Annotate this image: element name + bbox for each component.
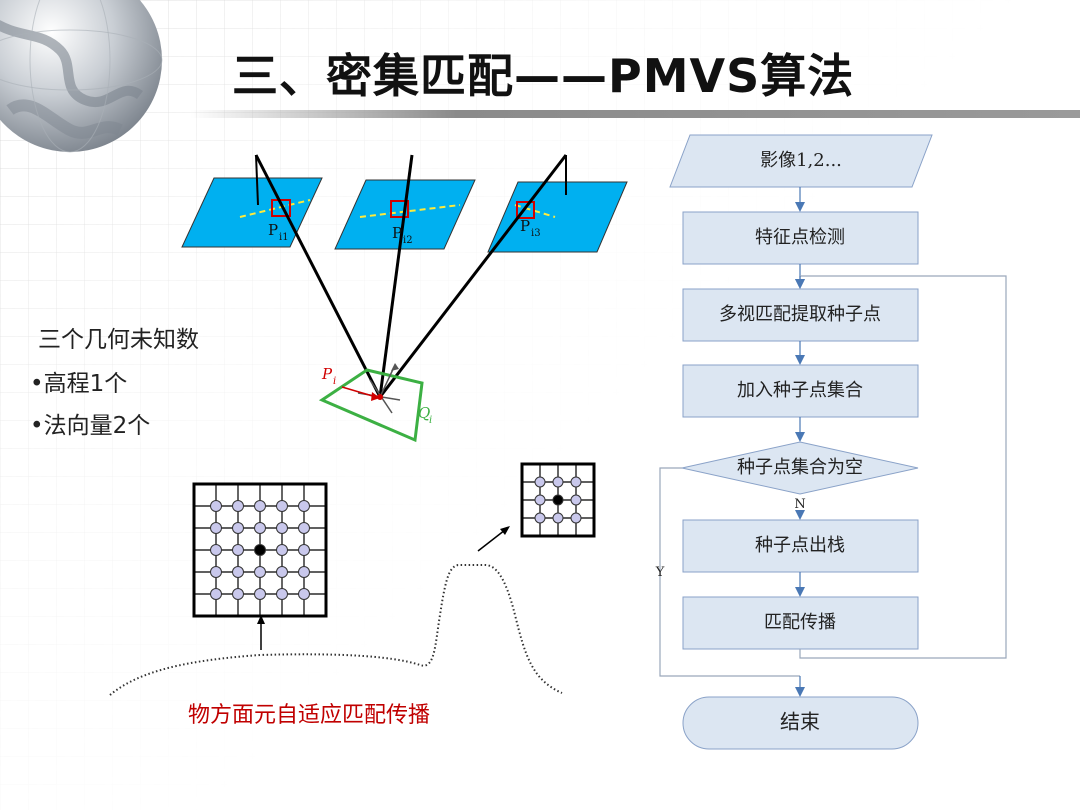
grid-node (233, 589, 244, 600)
flow-yes-label: Y (655, 565, 665, 580)
propagation-caption: 物方面元自适应匹配传播 (188, 697, 430, 729)
grid-node (211, 567, 222, 578)
grid-node (255, 523, 266, 534)
grid-node (299, 501, 310, 512)
multiview-geometry-diagram: P i1 P i2 P i3 P i Q i (170, 145, 640, 455)
globe-decoration (0, 0, 180, 175)
grid-node (571, 495, 581, 505)
grid-center-node (553, 495, 563, 505)
propagation-diagram (100, 455, 610, 705)
grid-node (299, 545, 310, 556)
grid-node (299, 523, 310, 534)
grid-node (277, 567, 288, 578)
terrain-profile (110, 565, 562, 695)
grid-node (277, 501, 288, 512)
flow-no-label: N (794, 497, 805, 512)
pmvs-flowchart: .box{fill:#dce6f2;stroke:#8aa2c8;stroke-… (650, 130, 1020, 760)
label-p3: P (520, 217, 530, 235)
grid-node (211, 523, 222, 534)
grid-node (255, 501, 266, 512)
flow-step2-label: 多视匹配提取种子点 (719, 304, 881, 325)
grid-node (233, 567, 244, 578)
grid-node (571, 513, 581, 523)
grid-node (571, 477, 581, 487)
flow-step3-label: 加入种子点集合 (737, 380, 863, 401)
grid-node (233, 545, 244, 556)
label-p1: P (268, 221, 278, 239)
grid-node (233, 501, 244, 512)
grid-node (553, 477, 563, 487)
label-pi: P (321, 365, 333, 383)
title-underline (190, 110, 1080, 118)
grid-node (553, 513, 563, 523)
flow-input-label: 影像1,2... (760, 150, 842, 171)
grid-node (255, 567, 266, 578)
flow-step4-label: 种子点出栈 (755, 535, 845, 556)
grid-node (535, 513, 545, 523)
grid-node (277, 523, 288, 534)
grid-node (233, 523, 244, 534)
flow-step1-label: 特征点检测 (755, 227, 845, 248)
grid-node (299, 567, 310, 578)
label-p3-sub: i3 (531, 228, 541, 239)
flow-end-label: 结束 (780, 710, 820, 734)
grid-node (277, 589, 288, 600)
grid-node (535, 495, 545, 505)
large-sample-grid (194, 484, 326, 616)
flow-decision-label: 种子点集合为空 (737, 457, 863, 478)
label-pi-sub: i (333, 376, 336, 387)
label-p1-sub: i1 (279, 232, 289, 243)
label-p2: P (392, 224, 402, 242)
image-plane-1 (182, 178, 322, 247)
grid-node (211, 501, 222, 512)
grid-node (277, 545, 288, 556)
grid-node (211, 589, 222, 600)
grid-node (535, 477, 545, 487)
bullet-elevation: •高程1个 (30, 364, 127, 398)
grid-center-node (255, 545, 266, 556)
label-qi-sub: i (429, 415, 432, 426)
small-sample-grid (522, 464, 594, 536)
image-plane-3 (488, 182, 627, 252)
flow-step5-label: 匹配传播 (764, 612, 836, 633)
label-p2-sub: i2 (403, 235, 413, 246)
page-title: 三、密集匹配——PMVS算法 (232, 40, 854, 106)
grid-node (211, 545, 222, 556)
grid-node (299, 589, 310, 600)
grid-node (255, 589, 266, 600)
bullet-normal: •法向量2个 (30, 406, 150, 440)
